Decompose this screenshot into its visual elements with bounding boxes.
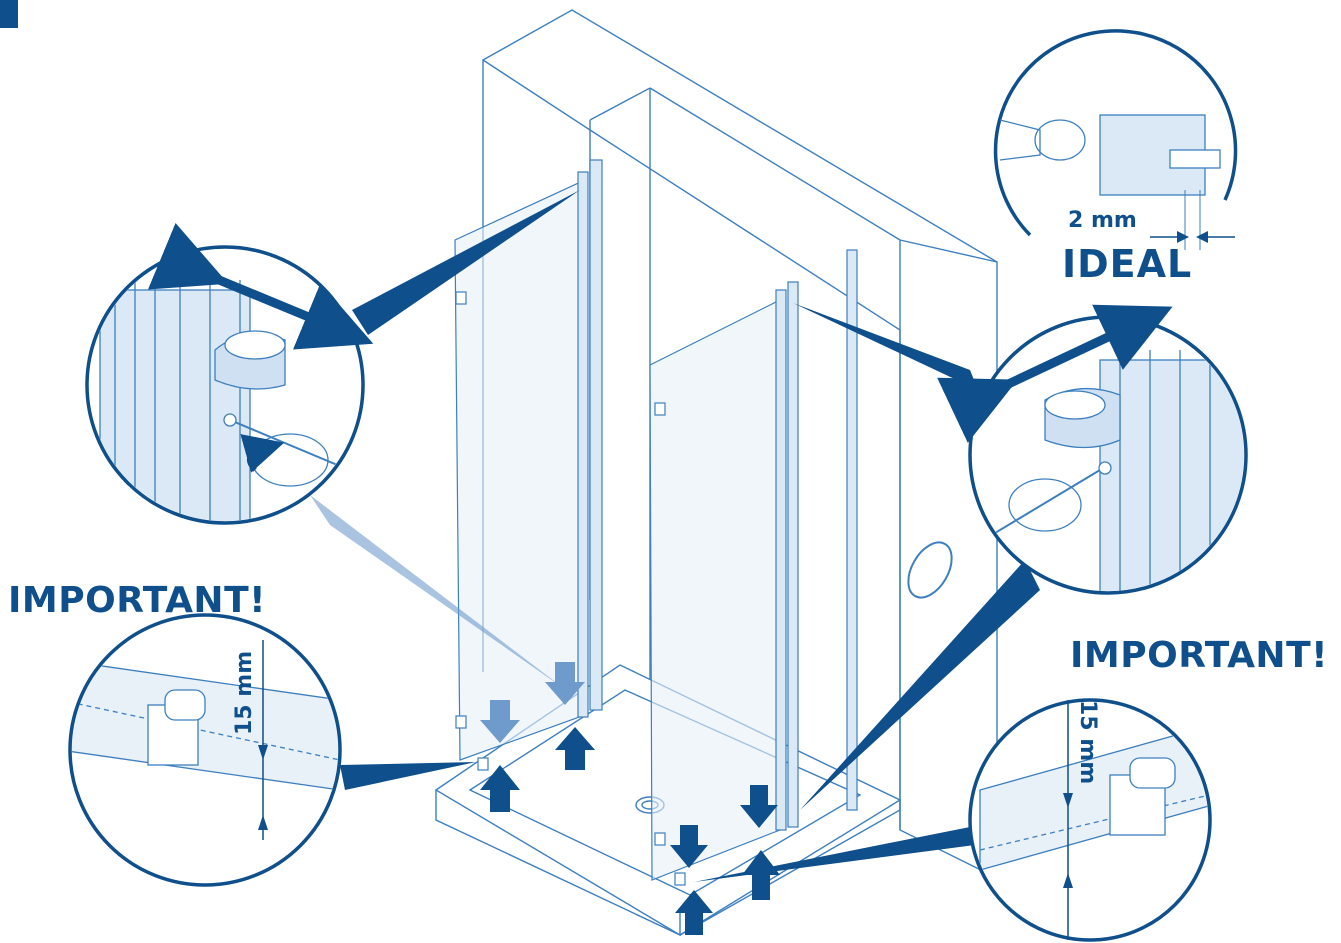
glass-panel-right bbox=[477, 249, 858, 886]
detail-hinge-left bbox=[85, 222, 374, 525]
gap-15mm-label-left: 15 mm bbox=[232, 650, 257, 735]
ideal-label: IDEAL bbox=[1062, 242, 1193, 286]
corner-marker bbox=[0, 0, 18, 28]
detail-spacer-right bbox=[968, 698, 1212, 942]
important-label-right: IMPORTANT! bbox=[1070, 635, 1329, 676]
gap-15mm-label-right: 15 mm bbox=[1075, 700, 1100, 785]
glass-panel-left bbox=[454, 159, 603, 761]
detail-profile-ideal bbox=[993, 29, 1238, 250]
gap-2mm-label: 2 mm bbox=[1068, 208, 1137, 233]
adjust-arrows bbox=[480, 662, 780, 935]
important-label-left: IMPORTANT! bbox=[8, 580, 267, 621]
detail-spacer-left bbox=[68, 613, 342, 887]
detail-pointers bbox=[310, 190, 1040, 882]
